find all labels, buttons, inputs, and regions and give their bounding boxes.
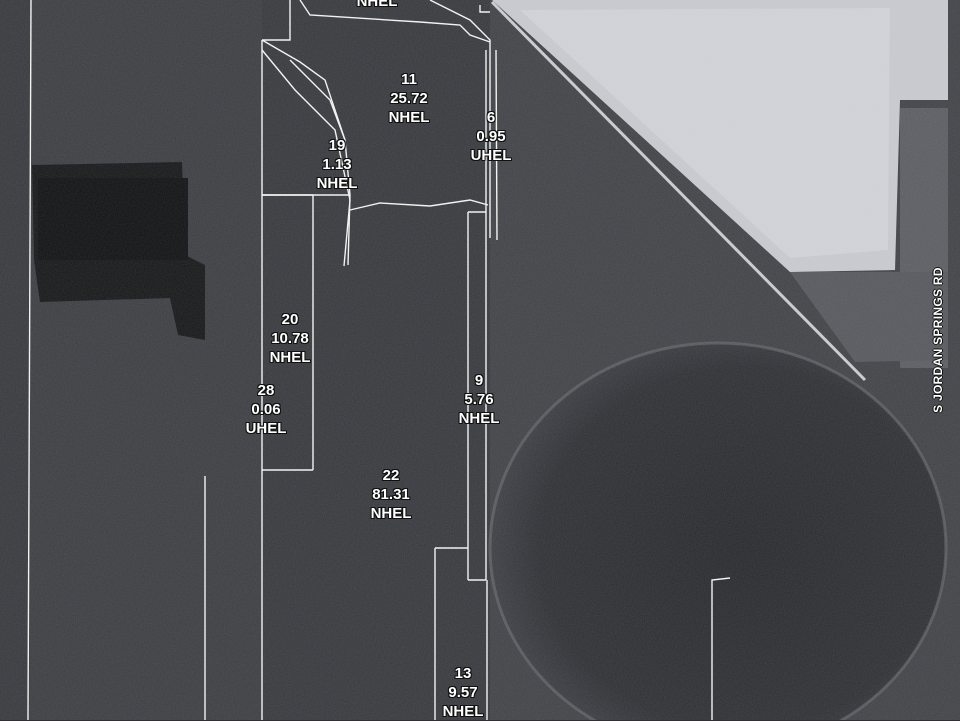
field-label-13: 13 9.57 NHEL	[443, 664, 484, 721]
field-6-class: UHEL	[470, 147, 512, 164]
field-28-acres: 0.06	[251, 401, 281, 418]
field-label-28: 28 0.06 UHEL	[246, 381, 287, 438]
field-boundaries	[27, 0, 731, 720]
field-9-acres: 5.76	[464, 391, 494, 408]
field-label-22: 22 81.31 NHEL	[371, 466, 412, 523]
field-top-class: NHEL	[356, 0, 398, 10]
field-19-number: 19	[328, 137, 346, 154]
field-6-number: 6	[486, 109, 496, 126]
field-20-acres: 10.78	[271, 330, 309, 347]
field-22-class: NHEL	[370, 505, 412, 522]
field-13-class: NHEL	[442, 703, 484, 720]
field-label-11: 11 25.72 NHEL	[389, 70, 430, 127]
field-11-number: 11	[401, 71, 417, 88]
field-label-top: NHEL	[357, 0, 398, 11]
field-19-acres: 1.13	[322, 156, 352, 173]
field-13-acres: 9.57	[448, 684, 478, 701]
road-label: S JORDAN SPRINGS RD	[931, 267, 945, 413]
field-label-19: 19 1.13 NHEL	[317, 136, 358, 193]
field-11-class: NHEL	[388, 109, 430, 126]
field-11-acres: 25.72	[390, 90, 428, 107]
field-20-number: 20	[281, 311, 299, 328]
field-22-acres: 81.31	[372, 486, 410, 503]
field-28-number: 28	[257, 382, 275, 399]
field-28-class: UHEL	[245, 420, 287, 437]
field-13-number: 13	[454, 665, 472, 682]
field-label-6: 6 0.95 UHEL	[471, 108, 512, 165]
field-label-20: 20 10.78 NHEL	[270, 310, 311, 367]
field-22-number: 22	[382, 467, 400, 484]
field-9-class: NHEL	[458, 410, 500, 427]
field-6-acres: 0.95	[476, 128, 506, 145]
field-19-class: NHEL	[316, 175, 358, 192]
field-label-9: 9 5.76 NHEL	[459, 371, 500, 428]
field-9-number: 9	[474, 372, 484, 389]
field-20-class: NHEL	[269, 349, 311, 366]
